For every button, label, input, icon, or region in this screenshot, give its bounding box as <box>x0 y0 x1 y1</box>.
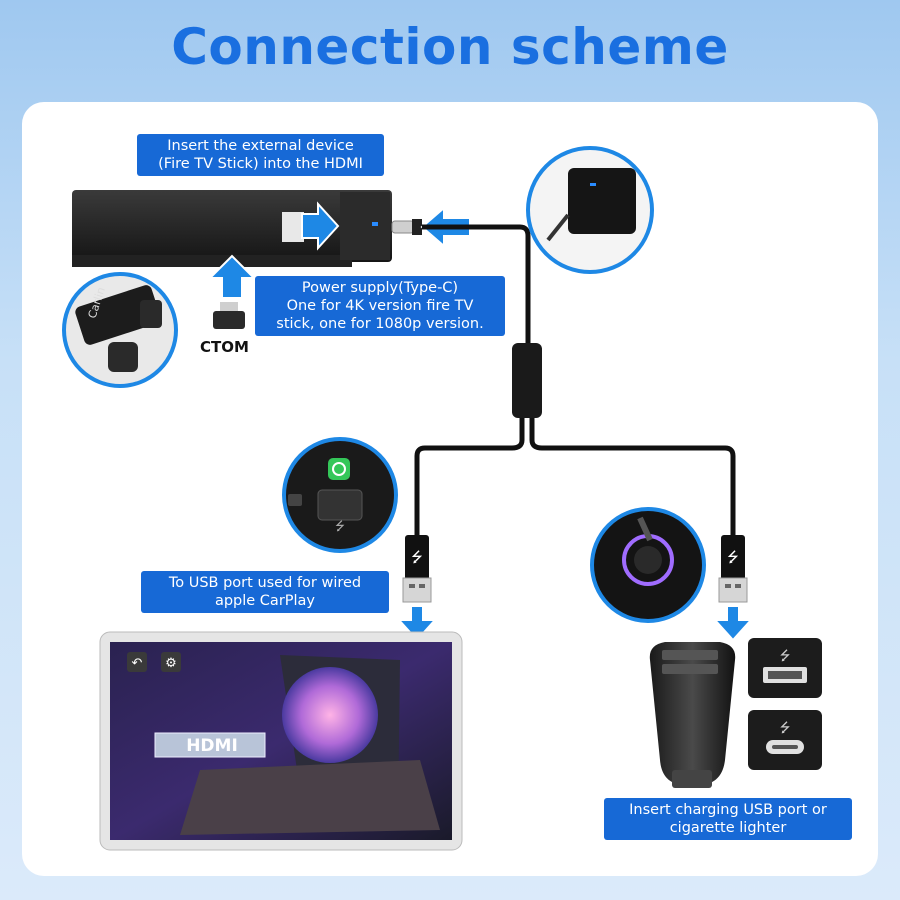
adapter-label: CTOM <box>200 338 249 356</box>
usb-c-port-tile: ⭍ <box>748 710 822 770</box>
arrow-into-hdmi <box>301 201 340 251</box>
svg-text:⭍: ⭍ <box>411 550 423 566</box>
label-charging: Insert charging USB port or cigarette li… <box>604 798 852 840</box>
svg-text:⭍: ⭍ <box>335 519 345 533</box>
circle-charger-socket <box>590 507 706 623</box>
cable-left <box>414 418 525 540</box>
cable-top <box>422 224 531 345</box>
arrow-down-left <box>396 605 438 642</box>
usb-a-port-tile: ⭍ <box>748 638 822 698</box>
hdmi-badge: HDMI <box>186 736 238 756</box>
car-display: ↶ ⚙ HDMI <box>99 631 463 851</box>
circle-adapter-closeup: Carlin <box>62 272 178 388</box>
fire-tv-stick <box>72 190 392 267</box>
cable-splitter <box>512 343 542 418</box>
circle-carplay-port: ⭍ <box>282 437 398 553</box>
label-insert-device: Insert the external device (Fire TV Stic… <box>137 134 384 176</box>
circle-usb-dongle <box>526 146 654 274</box>
back-icon: ↶ <box>132 656 143 671</box>
arrow-down-right <box>712 605 754 642</box>
label-usb-port: To USB port used for wired apple CarPlay <box>141 571 389 613</box>
usb-plug-right: ⭍ <box>718 535 748 603</box>
usb-icon: ⭍ <box>780 721 791 736</box>
page-title: Connection scheme <box>171 18 729 76</box>
usb-icon: ⭍ <box>780 649 791 664</box>
label-power-supply: Power supply(Type-C) One for 4K version … <box>255 276 505 336</box>
usb-plug-left: ⭍ <box>402 535 432 603</box>
gear-icon: ⚙ <box>165 656 177 671</box>
arrow-up-adapter <box>207 254 257 299</box>
car-charger <box>649 642 736 788</box>
svg-text:⭍: ⭍ <box>727 550 739 566</box>
cable-right <box>529 418 736 540</box>
